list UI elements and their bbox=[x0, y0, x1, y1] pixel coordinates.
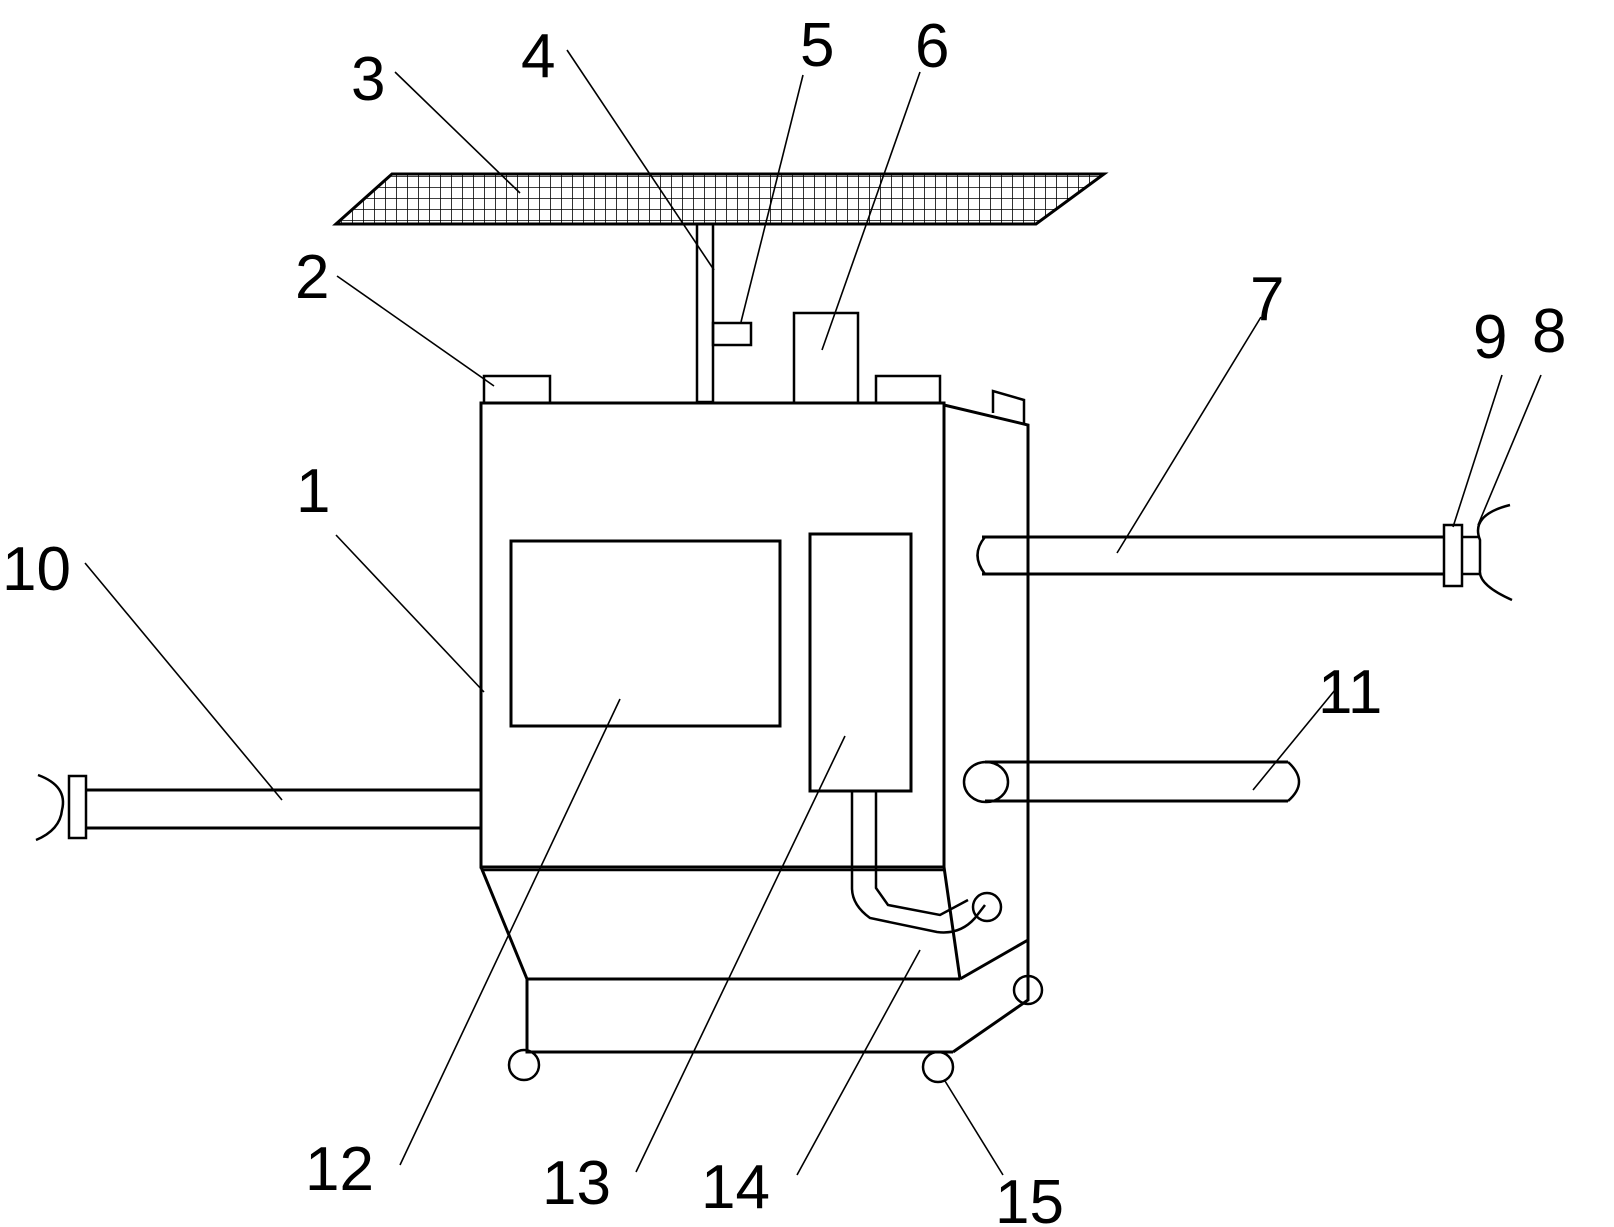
camera-box bbox=[711, 321, 753, 347]
left-arm bbox=[35, 773, 481, 842]
label-1: 1 bbox=[296, 457, 330, 526]
solar-panel bbox=[332, 172, 1109, 226]
label-2: 2 bbox=[295, 243, 329, 312]
clamp-ring bbox=[1442, 523, 1464, 588]
wheels bbox=[507, 974, 1044, 1084]
reference-numerals: 1 2 3 4 5 6 7 8 9 10 11 12 13 14 15 bbox=[2, 11, 1566, 1227]
label-13: 13 bbox=[542, 1149, 611, 1218]
leader-lines bbox=[84, 49, 1542, 1176]
label-15: 15 bbox=[995, 1168, 1064, 1227]
upper-right-arm bbox=[976, 535, 1444, 576]
label-14: 14 bbox=[701, 1153, 770, 1222]
label-11: 11 bbox=[1318, 658, 1382, 727]
label-3: 3 bbox=[351, 45, 385, 114]
main-housing bbox=[479, 389, 1030, 940]
label-5: 5 bbox=[800, 11, 834, 80]
label-10: 10 bbox=[2, 535, 71, 604]
label-9: 9 bbox=[1473, 303, 1507, 372]
label-6: 6 bbox=[915, 12, 949, 81]
display-window bbox=[509, 539, 782, 728]
outlet-pipe bbox=[850, 791, 1003, 934]
support-pole bbox=[695, 222, 715, 404]
label-4: 4 bbox=[521, 22, 555, 91]
top-box bbox=[792, 311, 860, 405]
label-8: 8 bbox=[1532, 297, 1566, 366]
control-box bbox=[808, 532, 913, 793]
lower-right-arm bbox=[962, 760, 1301, 804]
label-12: 12 bbox=[305, 1135, 374, 1204]
lower-hopper bbox=[479, 866, 1030, 1054]
label-7: 7 bbox=[1250, 265, 1284, 334]
nozzle-end bbox=[1462, 503, 1513, 602]
